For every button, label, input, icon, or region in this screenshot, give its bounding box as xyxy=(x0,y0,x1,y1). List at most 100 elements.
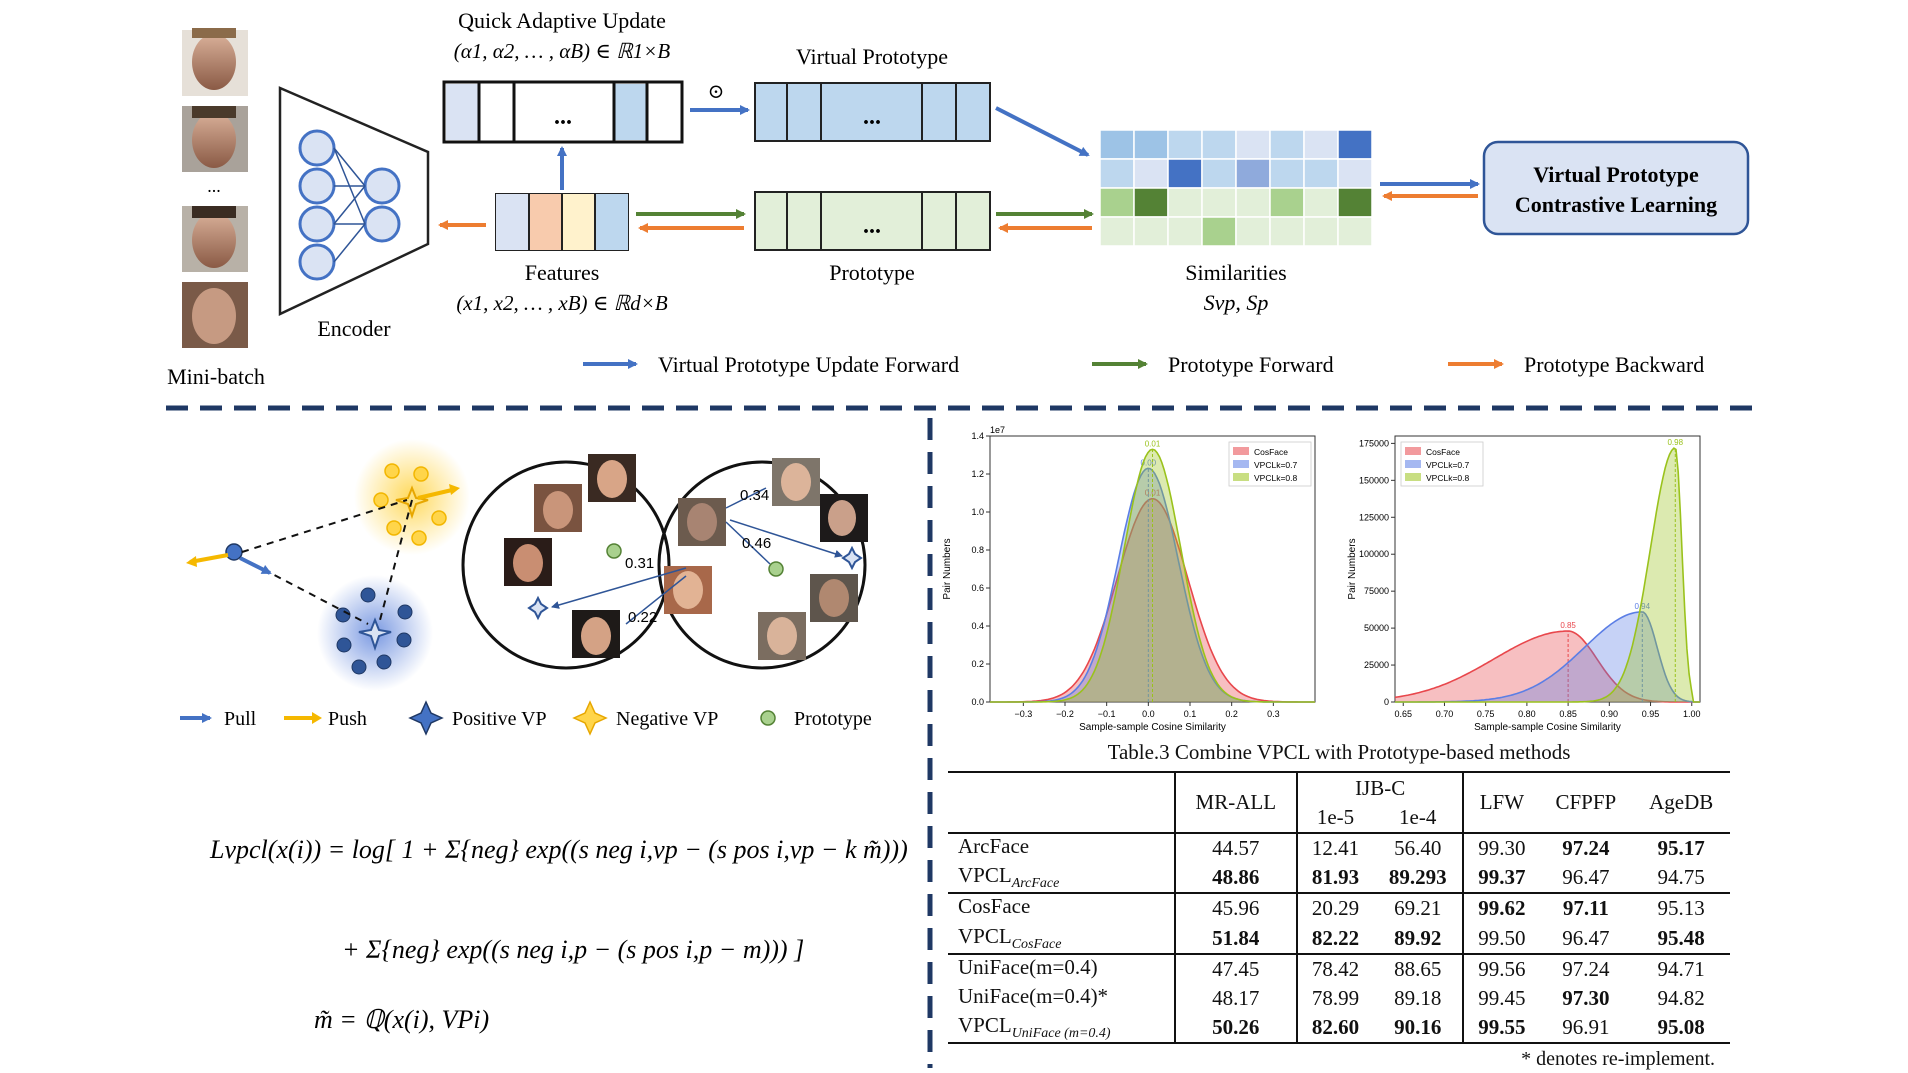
y-tick-label: 0.2 xyxy=(971,659,984,669)
sim-value-022: 0.22 xyxy=(628,609,657,626)
x-tick-label: 0.0 xyxy=(1142,709,1155,719)
legend-prototype-backward: Prototype Backward xyxy=(1524,352,1704,377)
features-formula: (x1, x2, … , xB) ∈ ℝd×B xyxy=(456,291,668,315)
method-label: ArcFace xyxy=(958,834,1030,858)
table-cell: 90.16 xyxy=(1394,1015,1442,1040)
y-tick-label: 0.4 xyxy=(971,621,984,631)
vpcl-box: Virtual Prototype Contrastive Learning xyxy=(1482,140,1750,236)
series-area xyxy=(1395,631,1700,702)
y-tick-label: 1.0 xyxy=(971,507,984,517)
y-tick-label: 25000 xyxy=(1364,660,1389,670)
legend-push: Push xyxy=(328,708,367,730)
virtual-prototype-vector: ... xyxy=(754,82,991,142)
x-tick-label: 0.1 xyxy=(1184,709,1197,719)
method-label: VPCL xyxy=(958,923,1012,948)
legend-prototype-forward: Prototype Forward xyxy=(1168,352,1334,377)
x-tick-label: 0.75 xyxy=(1477,709,1495,719)
legend-entry: VPCLk=0.7 xyxy=(1426,460,1470,470)
table-cell: 99.50 xyxy=(1462,923,1540,954)
anchor-sample xyxy=(225,543,243,561)
x-tick-label: 0.2 xyxy=(1225,709,1238,719)
table-cell: 97.30 xyxy=(1562,986,1610,1011)
y-tick-label: 150000 xyxy=(1359,475,1389,485)
y-tick-label: 100000 xyxy=(1359,549,1389,559)
prototype-point xyxy=(768,561,784,577)
legend-entry: VPCLk=0.8 xyxy=(1254,473,1298,483)
legend-negative-vp: Negative VP xyxy=(616,708,718,730)
legend-swatch xyxy=(1233,473,1249,481)
method-name: CosFace xyxy=(948,892,1175,924)
qau-title: Quick Adaptive Update xyxy=(458,8,666,33)
table-cell: 48.86 xyxy=(1173,863,1297,894)
legend-pull: Pull xyxy=(224,708,257,730)
table-cell: 95.13 xyxy=(1632,892,1730,924)
negative-cluster-points xyxy=(373,463,447,546)
x-tick-label: 0.85 xyxy=(1559,709,1577,719)
table-cell: 78.42 xyxy=(1295,952,1374,984)
vpcl-box-line2: Contrastive Learning xyxy=(1515,192,1717,217)
y-axis-label: Pair Numbers xyxy=(1347,538,1358,599)
similarity-matrix xyxy=(1099,129,1373,247)
method-label: UniFace(m=0.4)* xyxy=(958,983,1109,1008)
face-thumbnail xyxy=(182,206,248,272)
distance-to-negative xyxy=(241,499,408,553)
table-header-row: MR-ALL IJB-C LFW CFPFP AgeDB xyxy=(948,771,1730,833)
features-vector xyxy=(495,193,629,251)
series-line xyxy=(1395,447,1700,703)
peak-label: 0.00 xyxy=(1141,458,1157,467)
prototype-point xyxy=(606,543,622,559)
col-header-1e5: 1e-5 xyxy=(1295,803,1374,833)
table-bottom-rule xyxy=(948,1042,1730,1046)
table-cell: 69.21 xyxy=(1373,892,1464,924)
equation-line3: m̃ = ℚ(x(i), VPi) xyxy=(314,1005,489,1034)
face-thumbnail xyxy=(182,28,248,96)
equation-line2: + Σ{neg} exp((s neg i,p − (s pos i,p − m… xyxy=(342,935,804,964)
x-tick-label: 0.70 xyxy=(1436,709,1454,719)
legend-swatch xyxy=(1233,447,1249,455)
peak-label: 0.94 xyxy=(1635,602,1651,611)
table-caption: Table.3 Combine VPCL with Prototype-base… xyxy=(1107,740,1571,764)
legend-entry: VPCLk=0.8 xyxy=(1426,473,1470,483)
y-tick-label: 1.4 xyxy=(971,431,984,441)
legend-negative-vp-icon xyxy=(572,700,608,736)
prototype-vector: ... xyxy=(754,191,991,251)
venn-face-thumbnails xyxy=(504,454,868,660)
series-area xyxy=(1395,448,1700,702)
sim-value-046: 0.46 xyxy=(742,535,771,552)
table-cell: 95.17 xyxy=(1632,831,1730,864)
results-table: MR-ALL IJB-C LFW CFPFP AgeDB 1e-5 1e-4 A… xyxy=(948,771,1730,1046)
col-header-1e4: 1e-4 xyxy=(1399,805,1437,829)
peak-label: 0.01 xyxy=(1145,439,1161,448)
positive-vp-star xyxy=(841,545,863,571)
method-subscript: ArcFace xyxy=(1011,876,1060,892)
table-cell: 82.60 xyxy=(1295,1013,1374,1044)
positive-vp-star xyxy=(358,617,392,652)
y-tick-label: 75000 xyxy=(1364,586,1389,596)
y-axis-label: Pair Numbers xyxy=(942,538,953,599)
table-cell: 94.71 xyxy=(1632,952,1730,984)
series-area xyxy=(1395,611,1700,702)
x-tick-label: 0.80 xyxy=(1518,709,1536,719)
table-cell: 89.293 xyxy=(1388,865,1447,890)
table-cell: 89.92 xyxy=(1394,925,1442,950)
table-cell: 96.47 xyxy=(1562,865,1610,890)
method-name: UniFace(m=0.4)* xyxy=(948,984,1175,1013)
table-cell: 78.99 xyxy=(1295,983,1374,1014)
method-name: ArcFace xyxy=(948,831,1175,864)
venn-left-circle xyxy=(461,460,671,670)
y-tick-label: 0.6 xyxy=(971,583,984,593)
table-cell: 50.26 xyxy=(1173,1013,1297,1044)
svg-text:...: ... xyxy=(863,213,881,239)
legend-entry: VPCLk=0.7 xyxy=(1254,460,1298,470)
method-name: VPCLArcFace xyxy=(948,863,1175,893)
table-cell: 97.24 xyxy=(1539,831,1633,864)
x-tick-label: 0.3 xyxy=(1267,709,1280,719)
table-cell: 99.56 xyxy=(1462,952,1540,984)
col-header-ijbc: IJB-C xyxy=(1295,771,1464,803)
y-tick-label: 0 xyxy=(1384,697,1389,707)
